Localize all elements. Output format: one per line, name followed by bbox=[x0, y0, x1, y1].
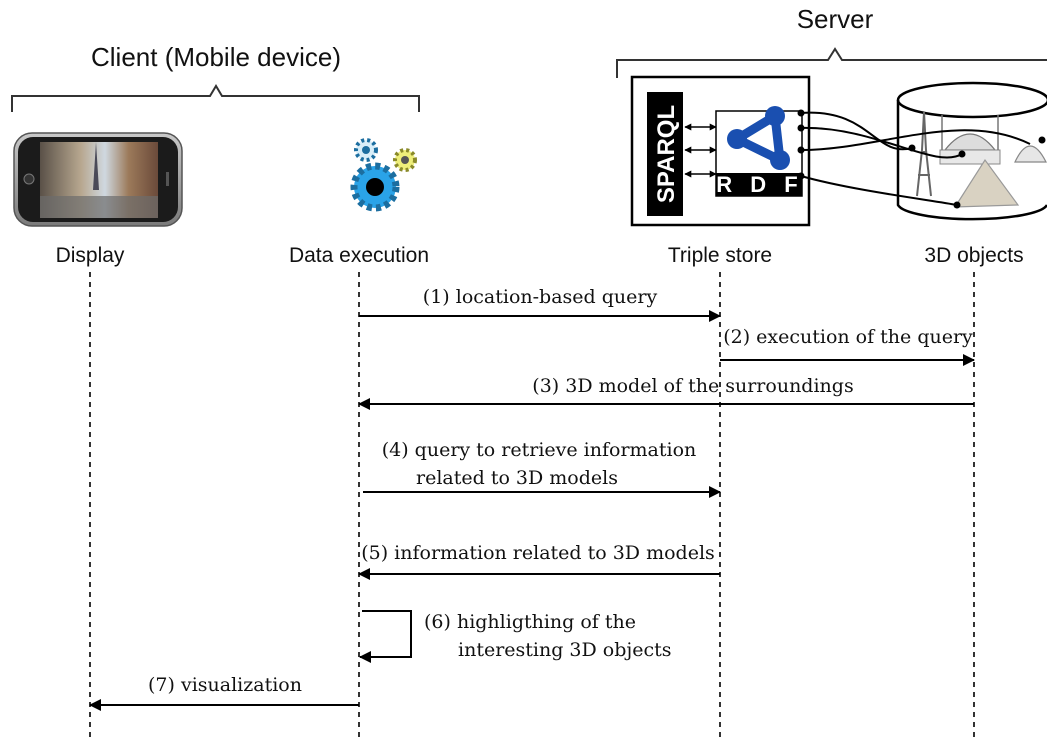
message-label-2: (2) execution of the query bbox=[723, 326, 973, 348]
message-label-4-line1: (4) query to retrieve information bbox=[382, 439, 697, 461]
message-label-5: (5) information related to 3D models bbox=[361, 542, 715, 564]
message-label-6-line2: interesting 3D objects bbox=[458, 639, 672, 661]
message-label-1: (1) location-based query bbox=[423, 286, 658, 308]
client-group-title: Client (Mobile device) bbox=[91, 42, 341, 72]
message-arrow-6 bbox=[359, 610, 412, 663]
mobile-phone-icon bbox=[13, 132, 183, 227]
client-brace bbox=[11, 84, 420, 112]
server-brace bbox=[616, 47, 1047, 78]
rdf-letters: R D F bbox=[716, 172, 803, 197]
pyramid-icon bbox=[953, 158, 1020, 208]
rdf-logo-icon: R D F bbox=[715, 106, 803, 197]
actor-triple-store: Triple store bbox=[668, 244, 772, 267]
gears-icon bbox=[350, 138, 417, 212]
message-label-4-line2: related to 3D models bbox=[416, 467, 618, 489]
message-label-7: (7) visualization bbox=[148, 674, 302, 696]
eiffel-tower-icon bbox=[916, 111, 932, 197]
server-group-title: Server bbox=[797, 4, 874, 34]
sparql-icon-label: SPARQL bbox=[653, 105, 680, 203]
actor-data-execution: Data execution bbox=[289, 244, 429, 267]
actor-3d-objects: 3D objects bbox=[924, 244, 1023, 267]
sparql-badge bbox=[647, 92, 683, 216]
message-label-3: (3) 3D model of the surroundings bbox=[532, 375, 853, 397]
3d-objects-cylinder bbox=[896, 81, 1047, 221]
rdf-to-objects-links bbox=[800, 111, 1031, 206]
dome-icon bbox=[1014, 145, 1047, 163]
actor-display: Display bbox=[56, 244, 125, 267]
message-label-6-line1: (6) highligthing of the bbox=[424, 611, 636, 633]
